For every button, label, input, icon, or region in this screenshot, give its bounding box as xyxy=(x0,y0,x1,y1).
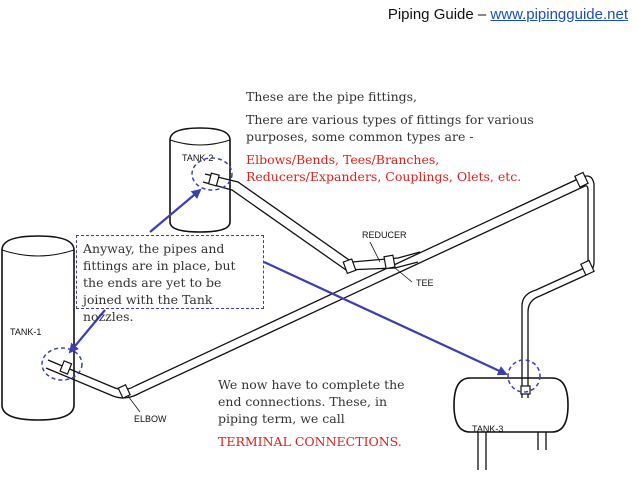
nozzle-highlight-tank-2 xyxy=(191,157,233,191)
tank-3: TANK-3 xyxy=(453,377,569,470)
tee-label: TEE xyxy=(416,278,434,288)
fittings-line-2: There are various types of fittings for … xyxy=(246,112,534,144)
tank-2-label: TANK-2 xyxy=(182,153,213,163)
website-link[interactable]: www.pipingguide.net xyxy=(490,6,628,23)
reducer-label: REDUCER xyxy=(362,230,407,240)
terminal-line-1: We now have to complete the end connecti… xyxy=(218,377,405,426)
note-text: Anyway, the pipes and fittings are in pl… xyxy=(83,241,236,324)
arrow-to-tank-3 xyxy=(263,261,508,376)
tank-2: TANK-2 xyxy=(169,127,231,233)
fittings-types: Elbows/Bends, Tees/Branches, Reducers/Ex… xyxy=(246,152,522,184)
tank-3-label: TANK-3 xyxy=(472,424,503,434)
pipe-network xyxy=(45,173,595,399)
terminal-connections-heading: TERMINAL CONNECTIONS. xyxy=(218,434,402,449)
arrow-to-tank-1 xyxy=(68,309,106,354)
page-header: Piping Guide – www.pipingguide.net xyxy=(388,6,628,23)
nozzle-highlight-tank-1 xyxy=(41,347,83,381)
tank-1-label: TANK-1 xyxy=(10,327,41,337)
arrow-to-tank-2 xyxy=(149,188,202,233)
note-box: Anyway, the pipes and fittings are in pl… xyxy=(76,235,264,324)
elbow-label: ELBOW xyxy=(134,414,167,424)
terminal-description: We now have to complete the end connecti… xyxy=(218,376,418,450)
header-prefix: Piping Guide – xyxy=(387,6,491,23)
fittings-description: These are the pipe fittings, There are v… xyxy=(246,88,546,185)
tank-1: TANK-1 xyxy=(1,235,75,421)
fittings-line-1: These are the pipe fittings, xyxy=(246,89,418,104)
nozzle-highlight-tank-3 xyxy=(507,359,541,393)
fitting-joints xyxy=(59,171,595,399)
